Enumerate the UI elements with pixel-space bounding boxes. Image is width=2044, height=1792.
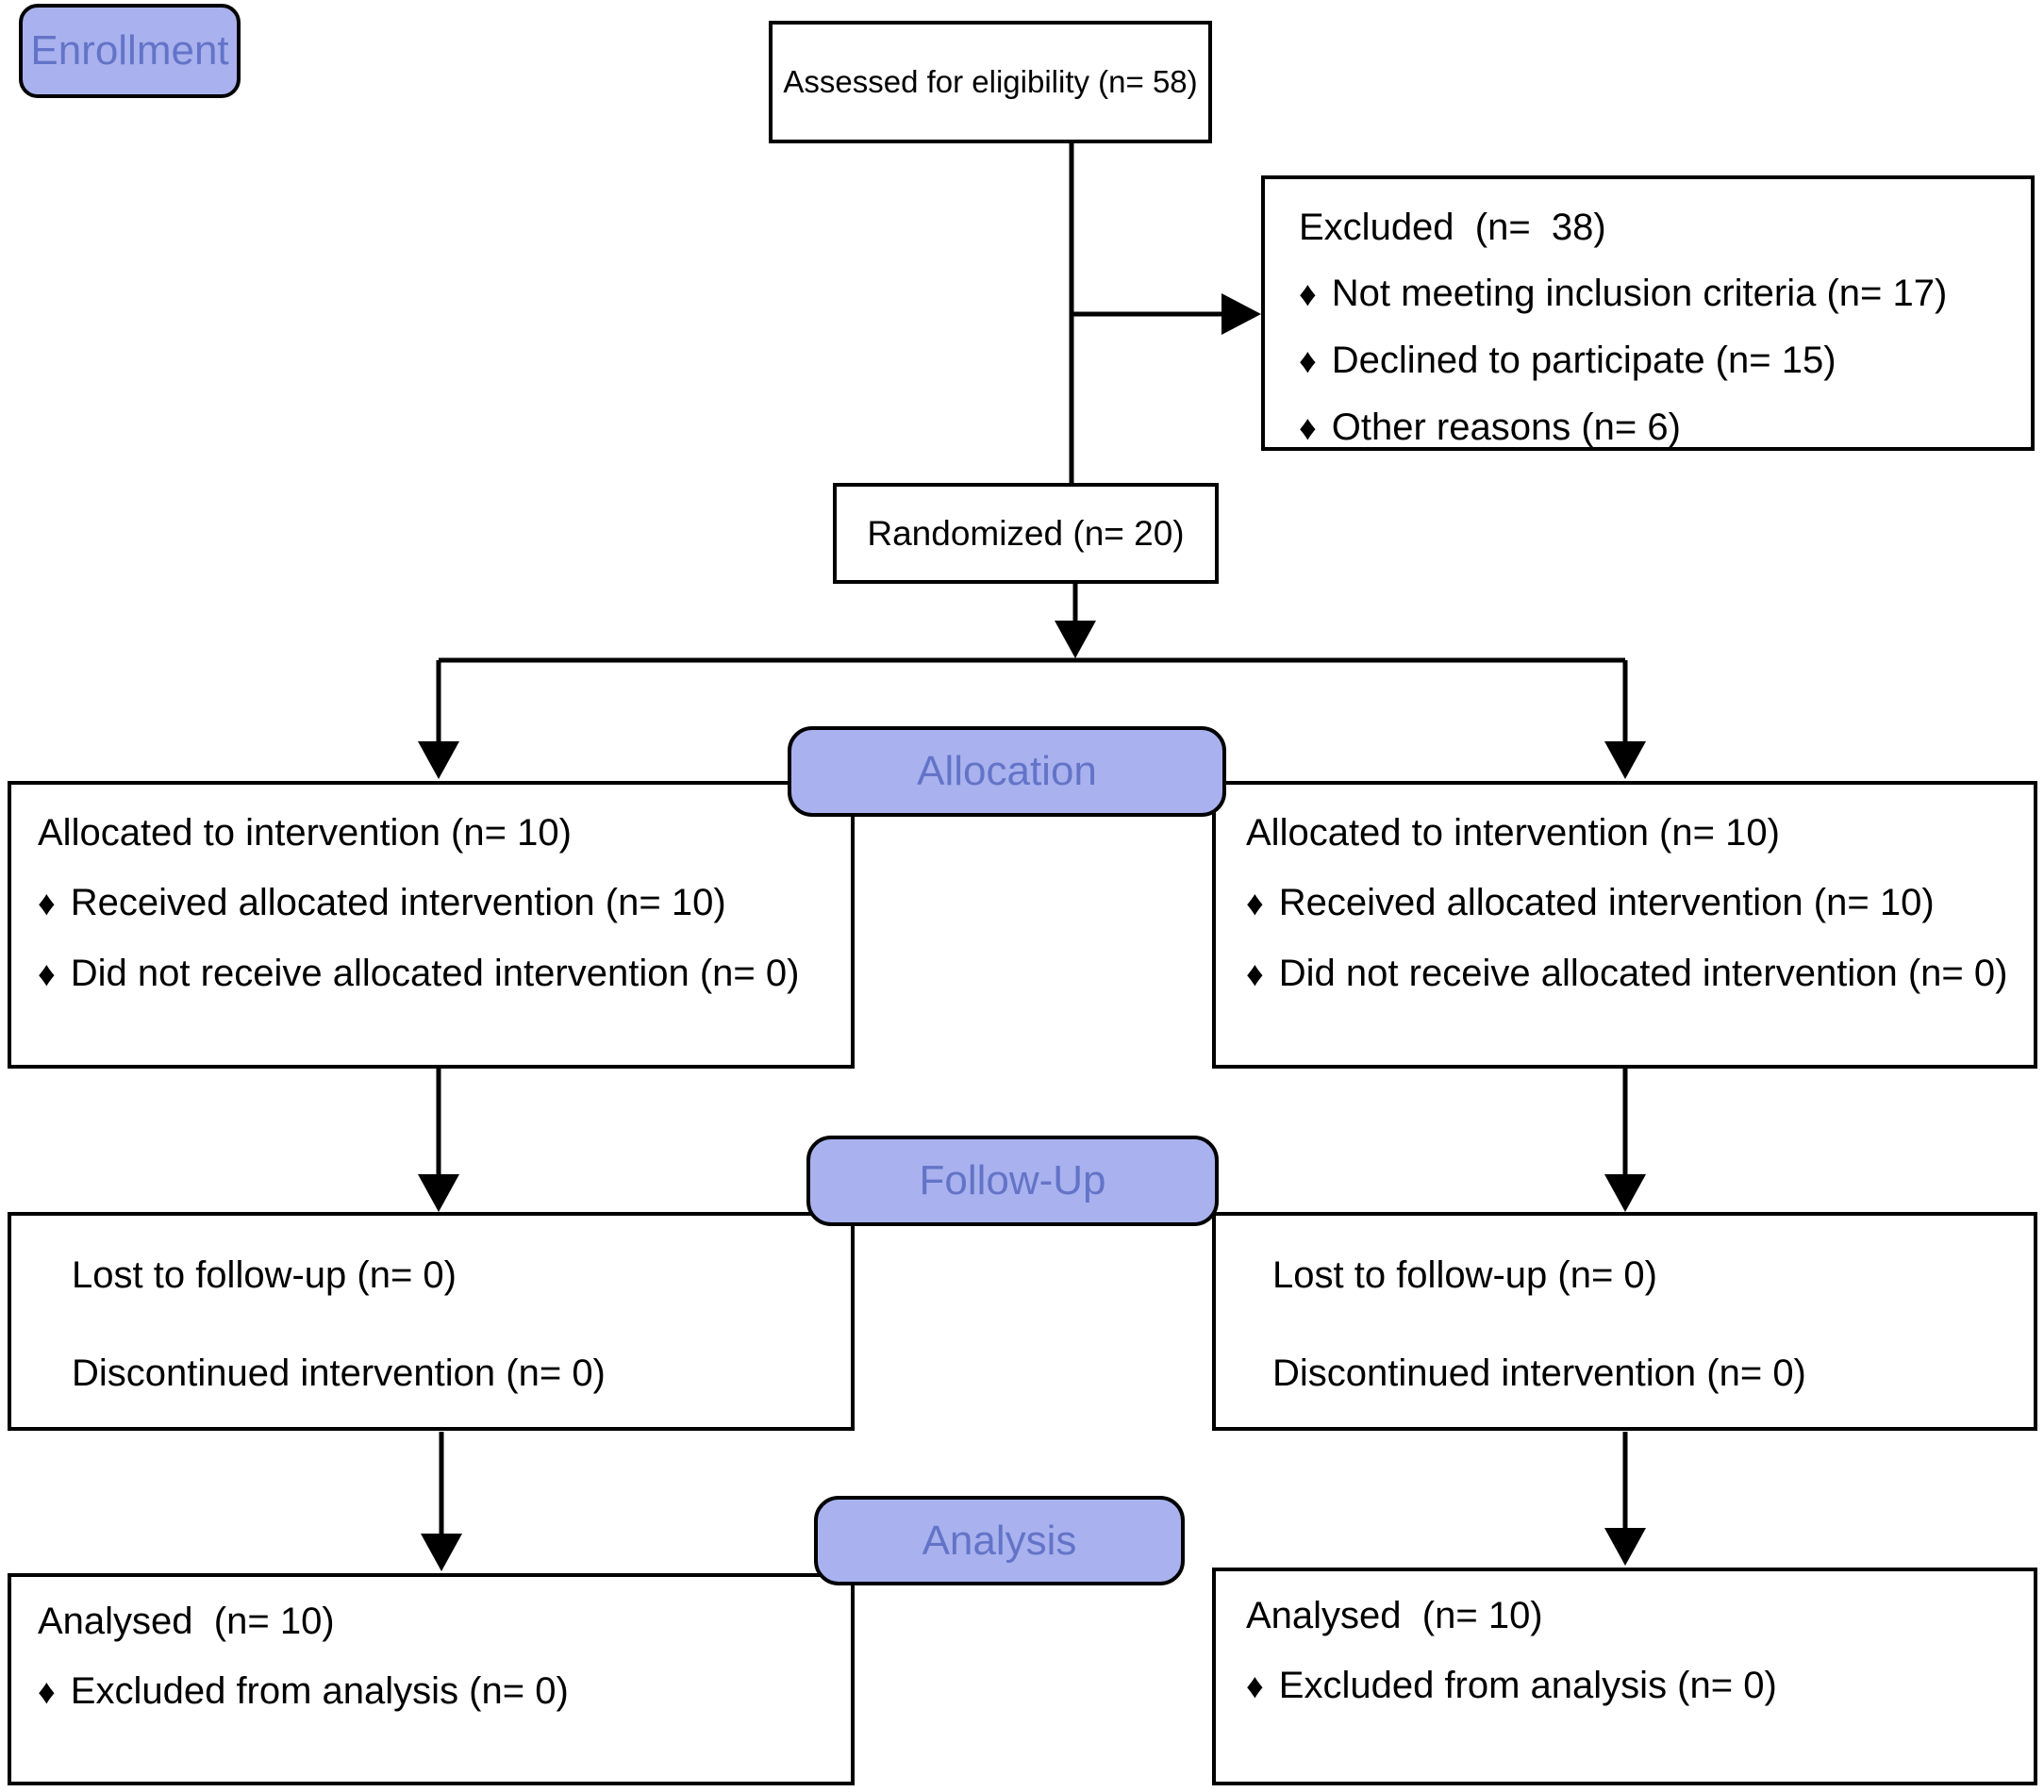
arrowhead-alloc-right-icon <box>1604 741 1646 779</box>
analysis-item: ♦ Excluded from analysis (n= 0) <box>38 1656 836 1727</box>
stage-badge-followup: Follow-Up <box>806 1136 1219 1226</box>
diamond-bullet-icon: ♦ <box>1246 884 1264 922</box>
analysis-item-text: Excluded from analysis (n= 0) <box>70 1670 569 1712</box>
diamond-bullet-icon: ♦ <box>1246 1667 1264 1705</box>
excluded-item: ♦ Other reasons (n= 6) <box>1299 394 2012 461</box>
allocation-item: ♦ Did not receive allocated intervention … <box>1246 938 2019 1009</box>
allocation-box-left: Allocated to intervention (n= 10) ♦ Recei… <box>8 781 855 1069</box>
excluded-title: Excluded (n= 38) <box>1299 207 1606 248</box>
stage-label-analysis: Analysis <box>922 1517 1077 1564</box>
allocation-item-text: Received allocated intervention (n= 10) <box>1278 882 1935 923</box>
diamond-bullet-icon: ♦ <box>1299 408 1317 447</box>
allocation-item-text: Did not receive allocated intervention (… <box>1278 953 2008 994</box>
assessed-eligibility-box: Assessed for eligibility (n= 58) <box>769 21 1212 143</box>
excluded-item-text: Other reasons (n= 6) <box>1331 407 1681 448</box>
arrowhead-alloc-left-icon <box>418 741 459 779</box>
stage-badge-allocation: Allocation <box>788 726 1226 817</box>
diamond-bullet-icon: ♦ <box>1299 274 1317 313</box>
excluded-item: ♦ Not meeting inclusion criteria (n= 17) <box>1299 260 2012 327</box>
analysis-box-left: Analysed (n= 10) ♦ Excluded from analysis… <box>8 1573 855 1785</box>
arrowhead-analysis-left-icon <box>421 1534 462 1571</box>
followup-box-left: Lost to follow-up (n= 0) Discontinued in… <box>8 1212 855 1431</box>
allocation-title: Allocated to intervention (n= 10) <box>38 812 572 854</box>
allocation-item-text: Did not receive allocated intervention (… <box>70 953 800 994</box>
assessed-text: Assessed for eligibility (n= 58) <box>783 64 1198 99</box>
arrowhead-analysis-right-icon <box>1604 1528 1646 1566</box>
analysis-item: ♦ Excluded from analysis (n= 0) <box>1246 1651 2019 1721</box>
allocation-title: Allocated to intervention (n= 10) <box>1246 812 1780 854</box>
diamond-bullet-icon: ♦ <box>1299 341 1317 380</box>
excluded-item-text: Not meeting inclusion criteria (n= 17) <box>1331 273 1948 314</box>
followup-line: Discontinued intervention (n= 0) <box>72 1352 606 1394</box>
stage-badge-analysis: Analysis <box>814 1496 1185 1585</box>
stage-label-allocation: Allocation <box>917 748 1097 794</box>
diamond-bullet-icon: ♦ <box>38 954 56 993</box>
analysis-item-text: Excluded from analysis (n= 0) <box>1278 1665 1777 1706</box>
allocation-item: ♦ Received allocated intervention (n= 10) <box>38 868 836 938</box>
diamond-bullet-icon: ♦ <box>38 1672 56 1711</box>
randomized-box: Randomized (n= 20) <box>833 483 1219 584</box>
stage-label-enrollment: Enrollment <box>30 27 229 74</box>
arrowhead-excluded-icon <box>1221 293 1261 335</box>
allocation-box-right: Allocated to intervention (n= 10) ♦ Recei… <box>1212 781 2037 1069</box>
excluded-item-text: Declined to participate (n= 15) <box>1331 340 1836 381</box>
excluded-item: ♦ Declined to participate (n= 15) <box>1299 327 2012 394</box>
diamond-bullet-icon: ♦ <box>38 884 56 922</box>
randomized-text: Randomized (n= 20) <box>867 513 1185 553</box>
followup-line: Discontinued intervention (n= 0) <box>1272 1352 1806 1394</box>
followup-line: Lost to follow-up (n= 0) <box>1272 1254 1657 1296</box>
stage-label-followup: Follow-Up <box>919 1157 1106 1203</box>
analysis-box-right: Analysed (n= 10) ♦ Excluded from analysis… <box>1212 1568 2037 1785</box>
diamond-bullet-icon: ♦ <box>1246 954 1264 993</box>
arrowhead-followup-left-icon <box>418 1174 459 1212</box>
followup-box-right: Lost to follow-up (n= 0) Discontinued in… <box>1212 1212 2037 1431</box>
arrowhead-followup-right-icon <box>1604 1174 1646 1212</box>
excluded-box: Excluded (n= 38) ♦ Not meeting inclusion … <box>1261 175 2035 451</box>
allocation-item-text: Received allocated intervention (n= 10) <box>70 882 726 923</box>
arrowhead-branch-icon <box>1055 621 1096 658</box>
stage-badge-enrollment: Enrollment <box>19 4 241 98</box>
allocation-item: ♦ Received allocated intervention (n= 10) <box>1246 868 2019 938</box>
analysis-title: Analysed (n= 10) <box>1246 1595 1543 1636</box>
allocation-item: ♦ Did not receive allocated intervention … <box>38 938 836 1009</box>
analysis-title: Analysed (n= 10) <box>38 1601 335 1642</box>
followup-line: Lost to follow-up (n= 0) <box>72 1254 457 1296</box>
